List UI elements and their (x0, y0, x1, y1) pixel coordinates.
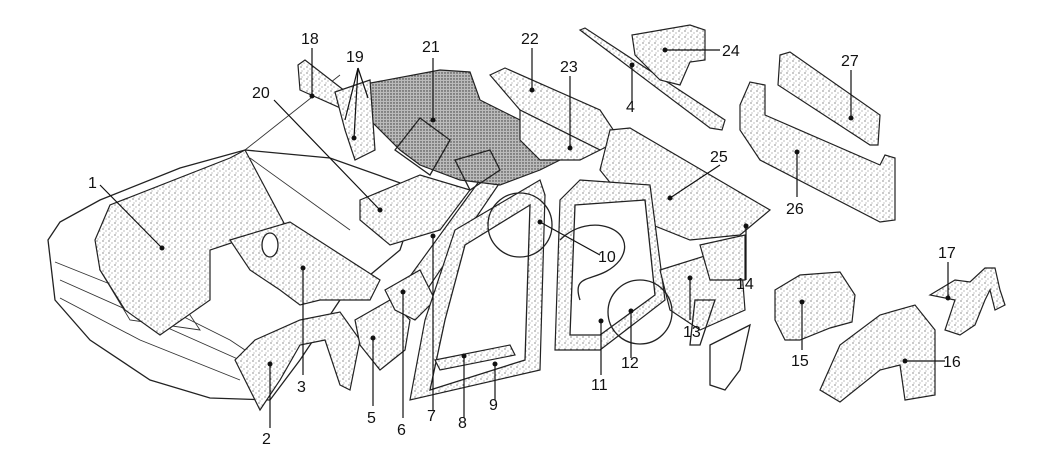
callout-14[interactable]: 14 (736, 276, 754, 293)
callout-26[interactable]: 26 (786, 201, 804, 218)
callout-12[interactable]: 12 (621, 355, 639, 372)
callout-10[interactable]: 10 (598, 249, 616, 266)
part-26-rear-bumper-insulation[interactable] (739, 81, 896, 223)
callout-27[interactable]: 27 (841, 53, 859, 70)
callout-4[interactable]: 4 (626, 99, 635, 116)
callout-11[interactable]: 11 (591, 377, 608, 394)
callout-5[interactable]: 5 (367, 410, 376, 427)
watermark (394, 117, 751, 391)
part-14-rear-panel-insulation[interactable] (699, 234, 746, 281)
callout-6[interactable]: 6 (397, 422, 406, 439)
callout-9[interactable]: 9 (489, 397, 498, 414)
callout-22[interactable]: 22 (521, 31, 539, 48)
part-15-rear-wheel-liner-cover[interactable] (774, 271, 856, 341)
part-21-roof-insulation[interactable] (359, 69, 562, 186)
part-4-rod-trim[interactable] (578, 27, 726, 131)
part-24-bracket-insulation[interactable] (631, 24, 706, 86)
part-17-bracket[interactable] (928, 267, 1006, 336)
callout-17[interactable]: 17 (938, 245, 956, 262)
part-2-front-wheel-liner[interactable] (234, 311, 361, 412)
callout-25[interactable]: 25 (710, 149, 728, 166)
callout-18[interactable]: 18 (301, 31, 319, 48)
callout-16[interactable]: 16 (943, 354, 961, 371)
callouts: 1 2 3 4 5 6 7 8 9 10 11 12 13 14 15 16 1… (88, 31, 961, 448)
callout-24[interactable]: 24 (722, 43, 740, 60)
callout-23[interactable]: 23 (560, 59, 578, 76)
callout-3[interactable]: 3 (297, 379, 306, 396)
callout-8[interactable]: 8 (458, 415, 467, 432)
part-20-front-floor-insulation[interactable] (359, 174, 471, 246)
callout-7[interactable]: 7 (427, 408, 436, 425)
part-16-rear-wheel-liner[interactable] (819, 304, 936, 403)
part-8-sill-insulation[interactable] (434, 344, 516, 371)
callout-13[interactable]: 13 (683, 324, 701, 341)
callout-2[interactable]: 2 (262, 431, 271, 448)
callout-15[interactable]: 15 (791, 353, 809, 370)
callout-1[interactable]: 1 (88, 175, 97, 192)
callout-20[interactable]: 20 (252, 85, 270, 102)
part-23-rear-floor-insulation[interactable] (519, 109, 602, 161)
callout-21[interactable]: 21 (422, 39, 440, 56)
callout-19[interactable]: 19 (346, 49, 364, 66)
part-6-kick-panel-insulation[interactable] (384, 269, 436, 321)
part-27-rear-panel-pad[interactable] (777, 51, 881, 146)
leader-lines (99, 47, 951, 428)
